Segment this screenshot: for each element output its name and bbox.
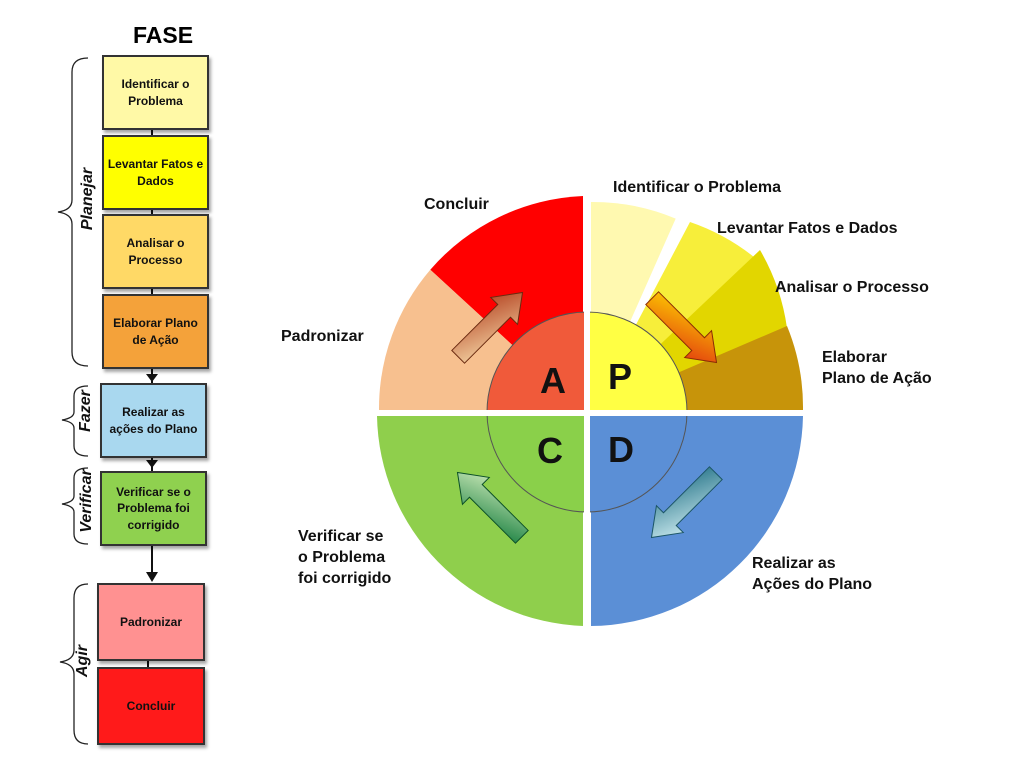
label-verificar: Verificar se o Problema foi corrigido <box>298 528 392 587</box>
arrow-plan <box>645 291 718 364</box>
label-concluir: Concluir <box>424 196 489 213</box>
step-padronizar: Padronizar <box>97 583 205 661</box>
fase-title: FASE <box>133 22 194 48</box>
step-label: Verificar se o Problema foi corrigido <box>116 485 191 532</box>
step-label: Concluir <box>126 698 176 713</box>
letter-d: D <box>608 429 634 470</box>
arrow-check <box>456 471 529 544</box>
letter-p: P <box>608 356 632 397</box>
inner-do <box>586 411 688 513</box>
brace-fazer <box>61 385 89 457</box>
step-concluir: Concluir <box>97 667 205 745</box>
letter-c: C <box>537 430 563 471</box>
step-label: Elaborar Plano de Ação <box>113 316 198 347</box>
step-levantar: Levantar Fatos e Dados <box>102 135 209 210</box>
label-levantar: Levantar Fatos e Dados <box>717 220 898 237</box>
step-identificar: Identificar o Problema <box>102 55 209 130</box>
label-realizar: Realizar as Ações do Plano <box>752 555 873 593</box>
inner-circle <box>486 311 688 513</box>
arrow-do <box>650 466 723 539</box>
brace-planejar <box>57 57 89 367</box>
step-label: Padronizar <box>119 614 182 629</box>
step-label: Levantar Fatos e Dados <box>107 157 204 188</box>
step-analisar: Analisar o Processo <box>102 214 209 289</box>
step-realizar: Realizar as ações do Plano <box>100 383 207 458</box>
letter-a: A <box>540 360 566 401</box>
label-identificar: Identificar o Problema <box>613 179 782 196</box>
inner-plan <box>586 311 688 413</box>
label-elaborar: Elaborar Plano de Ação <box>822 349 932 387</box>
step-elaborar: Elaborar Plano de Ação <box>102 294 209 369</box>
step-label: Identificar o Problema <box>121 77 190 108</box>
inner-check <box>486 411 588 513</box>
arrow-head <box>146 374 158 382</box>
step-label: Realizar as ações do Plano <box>109 405 198 436</box>
label-analisar: Analisar o Processo <box>775 279 929 296</box>
step-verificar: Verificar se o Problema foi corrigido <box>100 471 207 546</box>
brace-agir <box>59 583 89 745</box>
label-padronizar: Padronizar <box>281 328 364 345</box>
arrow-head <box>146 572 158 582</box>
step-label: Analisar o Processo <box>126 236 185 267</box>
brace-verificar <box>61 467 89 545</box>
inner-act <box>486 311 588 413</box>
arrow-head <box>146 460 158 468</box>
arrow-act <box>451 291 524 364</box>
